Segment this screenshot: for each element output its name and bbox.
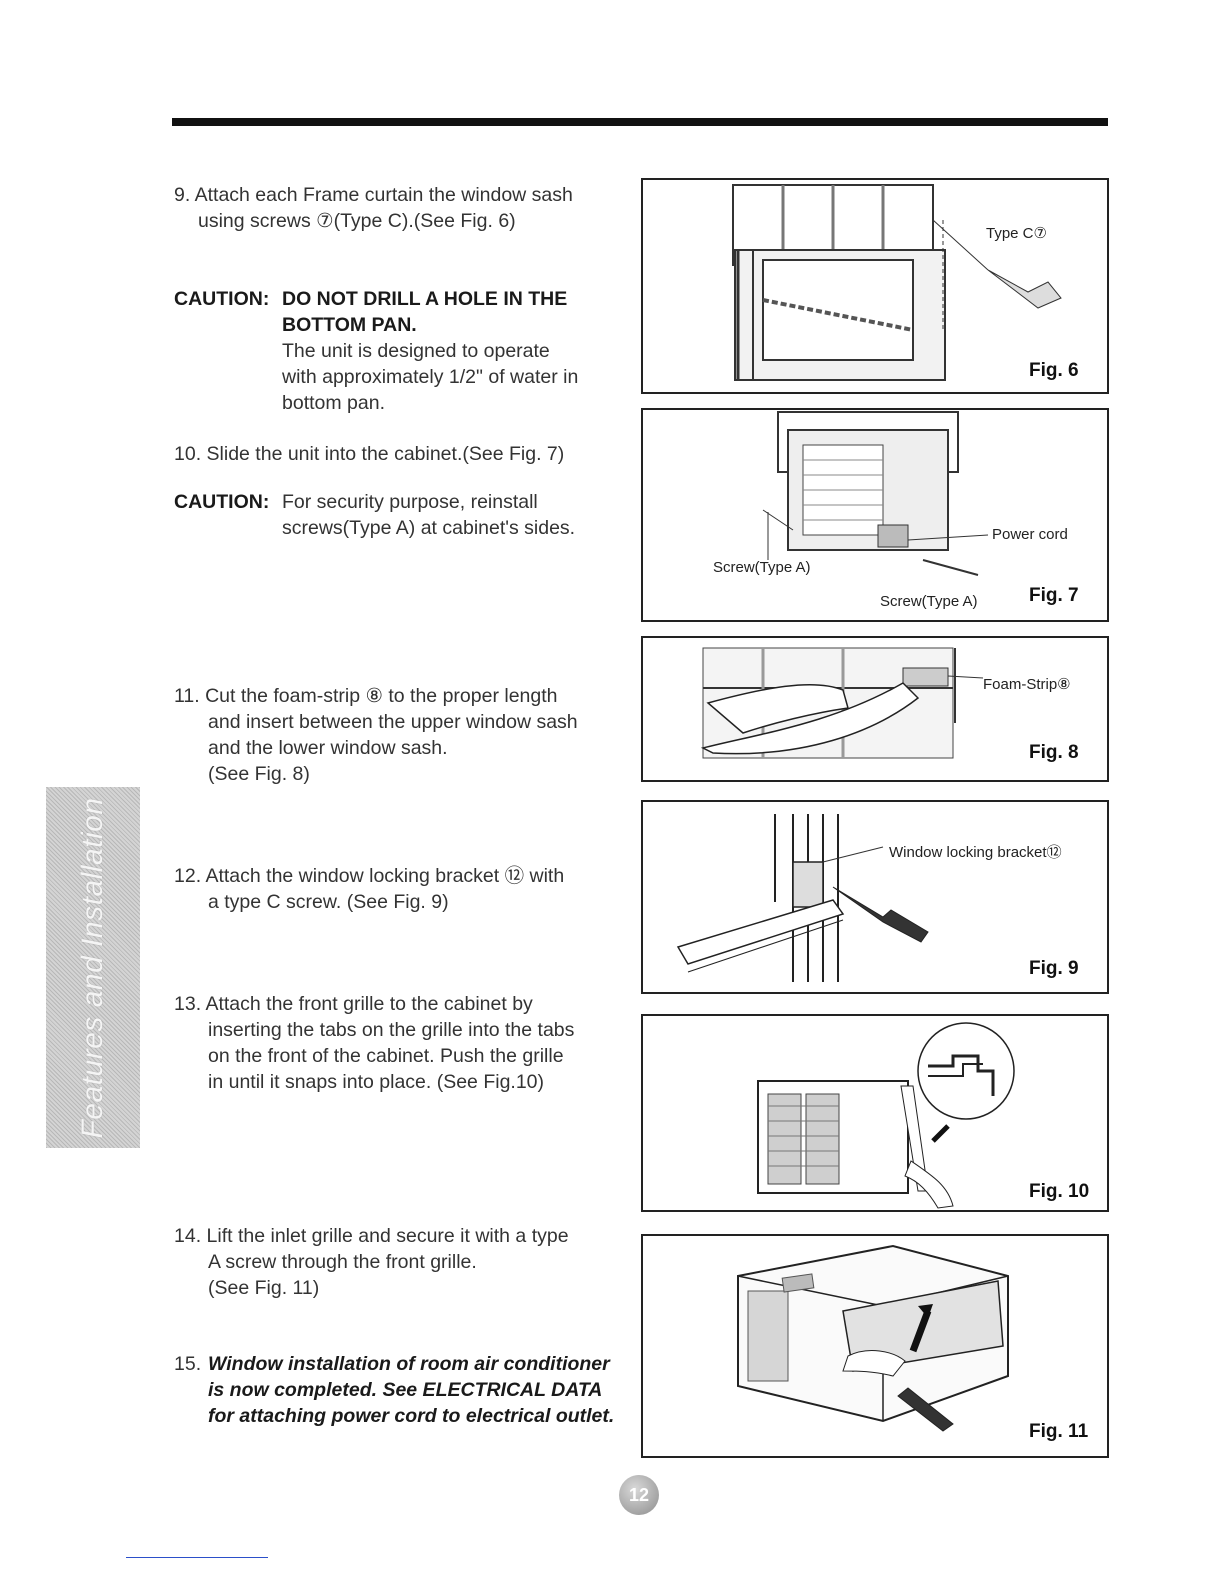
fig8-illustration [700, 647, 984, 759]
fig9-illustration [676, 814, 929, 982]
fig6-callout-type-c: Type C⑦ [986, 225, 1047, 242]
fig6-label: Fig. 6 [1029, 360, 1079, 381]
fig8-callout-foam-strip: Foam-Strip⑧ [983, 676, 1071, 693]
figure-6: Type C⑦ Fig. 6 [641, 178, 1109, 394]
caution-2-line-1: For security purpose, reinstall [282, 491, 538, 513]
step-15-line-3: for attaching power cord to electrical o… [208, 1405, 615, 1427]
fig9-callout-locking-bracket: Window locking bracket⑫ [889, 844, 1062, 861]
caution-2-label: CAUTION: [174, 491, 270, 513]
fig9-label: Fig. 9 [1029, 958, 1079, 979]
step-15-number: 15. [174, 1353, 202, 1375]
page-number-badge: 12 [619, 1475, 659, 1515]
figure-11: Fig. 11 [641, 1234, 1109, 1458]
caution-1-line-2: BOTTOM PAN. [282, 314, 417, 336]
step-13-line-3: on the front of the cabinet. Push the gr… [208, 1045, 564, 1067]
step-15-line-2: is now completed. See ELECTRICAL DATA [208, 1379, 603, 1401]
fig7-callout-screw-left: Screw(Type A) [713, 559, 811, 576]
step-15-line-1: Window installation of room air conditio… [208, 1353, 610, 1375]
step-11-line-3: and the lower window sash. [208, 737, 448, 759]
fig7-label: Fig. 7 [1029, 585, 1079, 606]
step-11-line-1: 11. Cut the foam-strip ⑧ to the proper l… [174, 685, 558, 707]
fig10-illustration [757, 1022, 1015, 1209]
fig7-callout-screw-right: Screw(Type A) [880, 593, 978, 610]
section-side-tab: Features and Installation [46, 787, 140, 1148]
fig10-label: Fig. 10 [1029, 1181, 1090, 1202]
caution-1-line-5: bottom pan. [282, 392, 385, 414]
header-rule [172, 118, 1108, 126]
caution-1-line-4: with approximately 1/2" of water in [282, 366, 579, 388]
figure-10: Fig. 10 [641, 1014, 1109, 1212]
fig7-illustration [762, 411, 989, 576]
caution-1-label: CAUTION: [174, 288, 270, 310]
step-9-line-2: using screws ⑦(Type C).(See Fig. 6) [198, 210, 516, 232]
fig11-label: Fig. 11 [1029, 1421, 1089, 1442]
step-11-line-2: and insert between the upper window sash [208, 711, 578, 733]
step-9-line-1: 9. Attach each Frame curtain the window … [174, 184, 573, 206]
step-13-line-4: in until it snaps into place. (See Fig.1… [208, 1071, 545, 1093]
step-14-line-2: A screw through the front grille. [208, 1251, 477, 1273]
step-12-line-1: 12. Attach the window locking bracket ⑫ … [174, 865, 565, 887]
step-13-line-1: 13. Attach the front grille to the cabin… [174, 993, 533, 1015]
fig8-label: Fig. 8 [1029, 742, 1079, 763]
step-11-line-4: (See Fig. 8) [208, 763, 310, 785]
step-14-line-3: (See Fig. 11) [208, 1277, 320, 1299]
figure-9: Window locking bracket⑫ Fig. 9 [641, 800, 1109, 994]
step-10-line-1: 10. Slide the unit into the cabinet.(See… [174, 443, 565, 465]
fig6-illustration [732, 184, 1062, 381]
step-14-line-1: 14. Lift the inlet grille and secure it … [174, 1225, 569, 1247]
section-tab-label: Features and Installation [76, 796, 109, 1139]
figure-8: Foam-Strip⑧ Fig. 8 [641, 636, 1109, 782]
caution-1-line-3: The unit is designed to operate [282, 340, 550, 362]
figure-7: Power cord Screw(Type A) Screw(Type A) F… [641, 408, 1109, 622]
step-13-line-2: inserting the tabs on the grille into th… [208, 1019, 575, 1041]
step-12-line-2: a type C screw. (See Fig. 9) [208, 891, 449, 913]
fig11-illustration [737, 1244, 1009, 1432]
bottom-link-underline [126, 1557, 268, 1558]
fig7-callout-power-cord: Power cord [992, 526, 1068, 543]
caution-1-line-1: DO NOT DRILL A HOLE IN THE [282, 288, 568, 310]
caution-2-line-2: screws(Type A) at cabinet's sides. [282, 517, 576, 539]
